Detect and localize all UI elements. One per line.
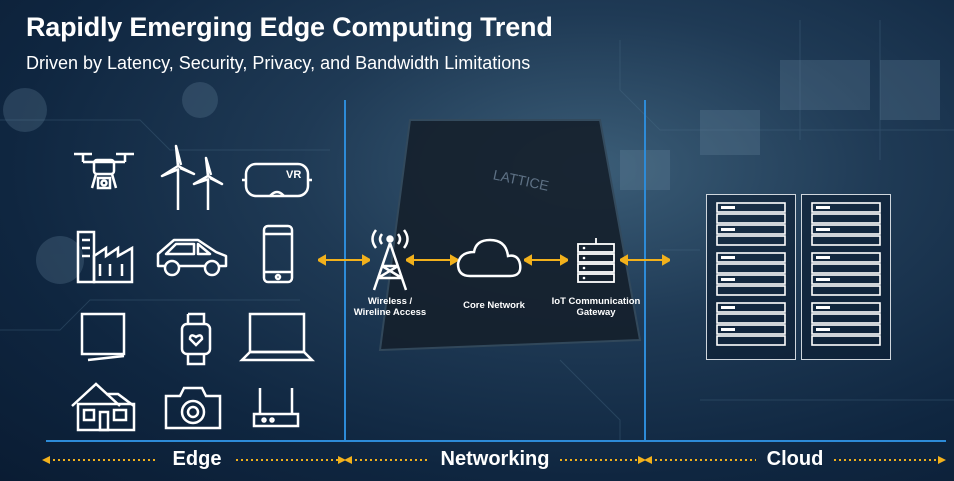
baseline-divider <box>46 440 946 442</box>
laptop-icon <box>238 312 316 362</box>
wind-turbine-icon <box>160 144 224 210</box>
lattice-chip: LATTICE <box>378 119 642 352</box>
section-label-networking: Networking <box>440 448 550 470</box>
divider-networking-cloud <box>644 100 646 442</box>
divider-edge-networking <box>344 100 346 442</box>
monitor-icon <box>80 312 126 362</box>
section-label-edge: Edge <box>172 448 222 470</box>
network-node-label: Wireless / Wireline Access <box>353 296 427 318</box>
server-rack-icon <box>716 202 786 346</box>
server-rack-right <box>801 194 891 360</box>
arrow-access-to-core <box>406 254 458 266</box>
network-node-label: Core Network <box>463 300 525 311</box>
smartwatch-icon <box>180 312 212 366</box>
server-rack-icon <box>811 202 881 346</box>
vr-label: VR <box>286 169 301 181</box>
house-icon <box>71 382 136 432</box>
arrow-core-to-gateway <box>524 254 568 266</box>
network-node-label: IoT Communication Gateway <box>551 296 641 318</box>
server-rack-left <box>706 194 796 360</box>
section-label-cloud: Cloud <box>766 448 824 470</box>
drone-icon <box>74 152 134 190</box>
arrow-edge-to-access <box>318 254 370 266</box>
smartphone-icon <box>262 224 294 284</box>
car-icon <box>156 238 228 277</box>
page-subtitle: Driven by Latency, Security, Privacy, an… <box>26 53 531 73</box>
vr-headset-icon: VR <box>242 162 312 198</box>
radio-tower-icon <box>371 229 409 291</box>
page-title: Rapidly Emerging Edge Computing Trend <box>26 12 553 42</box>
router-icon <box>252 388 300 428</box>
section-span-arrows <box>42 456 946 464</box>
arrow-gateway-to-cloud <box>620 254 670 266</box>
factory-icon <box>76 230 134 284</box>
gateway-server-icon <box>577 238 615 283</box>
cloud-icon <box>456 238 522 278</box>
camera-icon <box>164 386 222 430</box>
